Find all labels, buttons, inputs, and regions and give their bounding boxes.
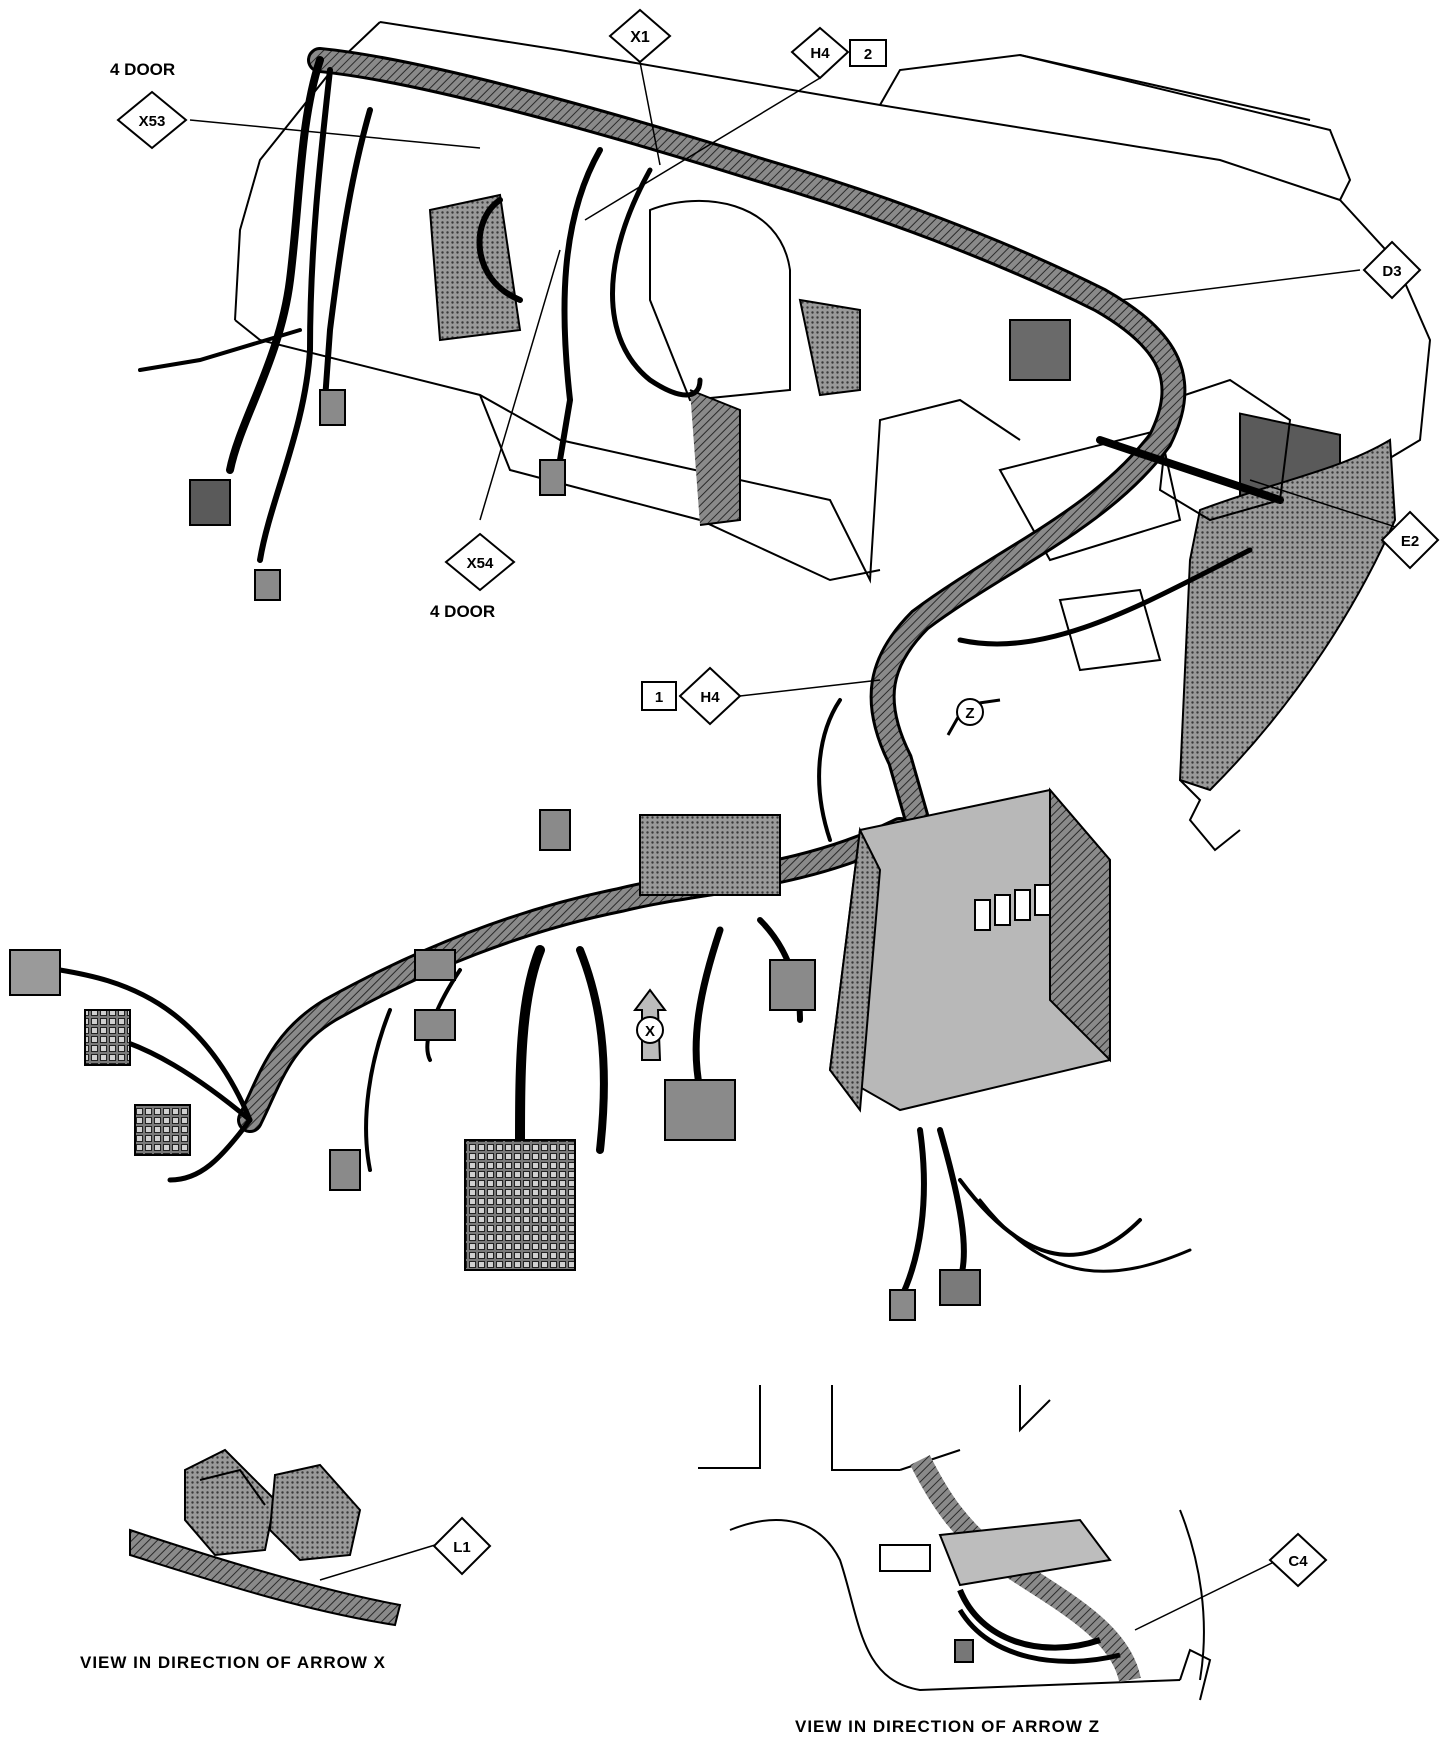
callout-h4-top: H4 2 <box>790 26 887 80</box>
callout-x1: X1 <box>608 8 672 64</box>
callout-h4-mid: 1 H4 <box>641 666 742 726</box>
arrow-x-marker: X <box>633 988 667 1061</box>
callout-e2-label: E2 <box>1401 533 1419 550</box>
arrow-z-label: Z <box>965 705 974 722</box>
arrow-z-marker: Z <box>946 698 1001 736</box>
inset-view-x <box>129 1448 402 1627</box>
callout-h4-top-label: H4 <box>810 45 830 62</box>
callout-l1-label: L1 <box>453 1539 471 1556</box>
callout-h4-top-number: 2 <box>864 46 872 63</box>
four-door-note-bottom: 4 DOOR <box>430 602 495 621</box>
callout-x53-label: X53 <box>139 113 166 130</box>
caption-view-x: VIEW IN DIRECTION OF ARROW X <box>80 1653 386 1672</box>
four-door-note-top: 4 DOOR <box>110 60 175 79</box>
callout-h4-mid-label: H4 <box>700 689 720 706</box>
callout-leaders <box>189 61 1406 1631</box>
wiring-harness <box>57 47 1284 1303</box>
callout-x53: X53 <box>116 90 188 150</box>
connectors <box>9 319 1111 1321</box>
callout-e2: E2 <box>1380 510 1440 570</box>
callout-d3: D3 <box>1362 240 1422 300</box>
callout-h4-mid-number: 1 <box>655 689 663 706</box>
callout-c4: C4 <box>1268 1532 1328 1588</box>
callout-x54-label: X54 <box>467 555 494 572</box>
inset-view-z <box>698 1385 1212 1701</box>
arrow-x-label: X <box>645 1023 655 1040</box>
callout-l1: L1 <box>432 1516 492 1576</box>
callout-d3-label: D3 <box>1382 263 1401 280</box>
callout-c4-label: C4 <box>1288 1553 1308 1570</box>
callout-x1-label: X1 <box>630 29 650 46</box>
caption-view-z: VIEW IN DIRECTION OF ARROW Z <box>795 1717 1100 1736</box>
callout-x54: X54 <box>444 532 516 592</box>
instrument-panel-drawing <box>234 21 1432 852</box>
